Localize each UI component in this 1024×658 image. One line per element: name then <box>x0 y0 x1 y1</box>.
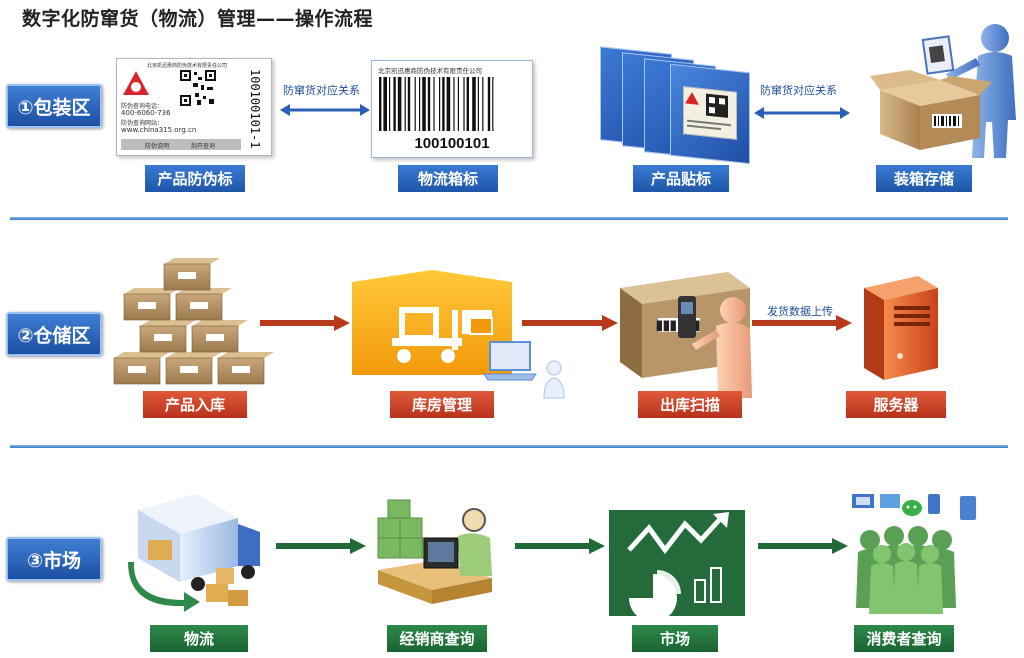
antifake-serial: 100100101-1 <box>248 69 262 149</box>
antifake-label-card: 北京凯迅惠商防伪技术有限责任公司 防伪查询电话： 400-6060-736 防伪… <box>116 58 272 156</box>
arrow-green-3-icon <box>758 538 848 554</box>
distributor-query-icon <box>377 499 492 604</box>
antifake-bottom-left: 防伪说明 <box>145 143 170 150</box>
label-consumer-query: 消费者查询 <box>854 625 954 652</box>
delivery-truck-icon <box>128 494 260 612</box>
antifake-bottom-bar: 防伪说明 刮开查询 <box>121 139 241 150</box>
relation-label-a: 防窜货对应关系 <box>283 84 360 97</box>
box-barcode-label: 北京凯迅惠商防伪技术有限责任公司 100100101 <box>371 60 533 158</box>
zone-packaging: ①包装区 <box>6 84 102 128</box>
box-label-company: 北京凯迅惠商防伪技术有限责任公司 <box>378 67 482 75</box>
antifake-phone-label: 防伪查询电话： <box>121 103 164 110</box>
label-antifake: 产品防伪标 <box>145 165 245 192</box>
relation-label-b: 防窜货对应关系 <box>760 84 837 97</box>
divider-2 <box>10 445 1008 448</box>
zone-storage: ②仓储区 <box>6 312 102 356</box>
outbound-scan-icon: ▊▊▊ ▊▊▊ <box>620 272 752 398</box>
page-title: 数字化防窜货（物流）管理——操作流程 <box>22 8 374 30</box>
antifake-web: www.china315.org.cn <box>121 126 197 134</box>
market-chart-icon <box>609 510 745 622</box>
warehouse-icon <box>352 270 512 375</box>
divider-1 <box>10 217 1008 220</box>
antifake-phone: 400-6060-736 <box>121 109 171 117</box>
double-arrow-a-icon <box>280 104 370 116</box>
label-product-labeling: 产品贴标 <box>633 165 729 192</box>
antifake-logo-icon <box>123 71 149 95</box>
qr-code-icon <box>179 69 217 107</box>
label-market: 市场 <box>632 625 718 652</box>
label-server: 服务器 <box>846 391 946 418</box>
label-box-label: 物流箱标 <box>398 165 498 192</box>
arrow-green-2-icon <box>515 538 605 554</box>
antifake-bottom-right: 刮开查询 <box>191 143 216 150</box>
antifake-web-label: 防伪查询网站： <box>121 120 164 127</box>
arrow-red-3-icon <box>752 315 852 331</box>
arrow-red-1-icon <box>260 315 350 331</box>
label-packing-storage: 装箱存储 <box>876 165 972 192</box>
antifake-company: 北京凯迅惠商防伪技术有限责任公司 <box>147 63 228 69</box>
double-arrow-b-icon <box>754 107 850 119</box>
antifake-serial-wrap: 100100101-1 <box>242 69 268 153</box>
barcode-icon <box>379 77 494 131</box>
label-outbound-scan: 出库扫描 <box>638 391 742 418</box>
laptop-operator-icon <box>483 341 565 399</box>
packing-worker-icon <box>870 24 1016 158</box>
server-icon <box>864 276 938 380</box>
box-pyramid-icon <box>113 258 274 385</box>
label-distributor-query: 经销商查询 <box>387 625 487 652</box>
upload-label: 发货数据上传 <box>767 305 833 318</box>
label-logistics: 物流 <box>150 625 248 652</box>
product-labeling-illustration <box>600 46 755 165</box>
mini-label-icon <box>685 92 731 131</box>
arrow-green-1-icon <box>276 538 366 554</box>
zone-market: ③市场 <box>6 537 102 581</box>
consumer-query-icon <box>852 494 976 614</box>
arrow-red-2-icon <box>522 315 618 331</box>
label-inbound: 产品入库 <box>143 391 247 418</box>
box-label-code: 100100101 <box>414 135 490 152</box>
label-warehouse-mgmt: 库房管理 <box>390 391 494 418</box>
